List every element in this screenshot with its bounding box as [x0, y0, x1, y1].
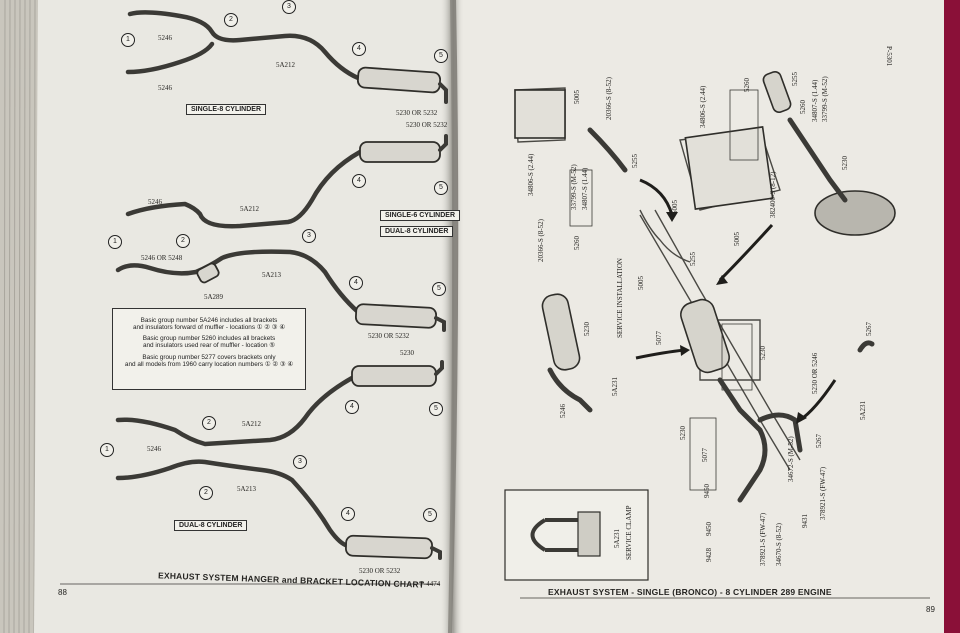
part-label: 5230 [583, 322, 591, 336]
part-label: 34806-S (2.44) [699, 85, 707, 128]
part-label: 5246 [158, 84, 172, 92]
part-label: 34806-S (2.44) [527, 153, 535, 196]
part-label: 5230 [679, 426, 687, 440]
service-installation-label: SERVICE INSTALLATION [616, 258, 624, 338]
part-label: 34807-S (1.44) [811, 79, 819, 122]
callout-5: 5 [432, 282, 446, 296]
part-label: 33799-S (M-52) [570, 164, 578, 210]
part-label: 34670-S (8-52) [775, 523, 783, 566]
part-label: 5255 [791, 72, 799, 86]
part-label: 382400-S (8-12) [769, 171, 777, 218]
left-figure-id: P-4474 [420, 580, 441, 588]
callout-3: 3 [302, 229, 316, 243]
callout-3: 3 [282, 0, 296, 14]
part-label: 5A231 [611, 376, 619, 396]
part-label: 5230 [759, 346, 767, 360]
part-label: 9450 [703, 484, 711, 498]
part-label: 5A213 [237, 485, 257, 493]
note-line: and all models from 1960 carry location … [124, 360, 294, 368]
part-label: 5005 [671, 200, 679, 214]
part-label: 5267 [815, 434, 823, 448]
part-label: 9428 [705, 548, 713, 562]
part-label: 5077 [701, 448, 709, 462]
callout-4: 4 [345, 400, 359, 414]
label-dual-8-cylinder: DUAL-8 CYLINDER [174, 520, 248, 531]
label-single-8-cylinder: SINGLE-8 CYLINDER [186, 104, 267, 115]
callout-4: 4 [352, 174, 366, 188]
callout-2: 2 [176, 234, 190, 248]
label-dual-8-cylinder: DUAL-8 CYLINDER [380, 226, 454, 237]
part-label: 5260 [799, 100, 807, 114]
part-label: 5A212 [242, 420, 262, 428]
callout-2: 2 [224, 13, 238, 27]
note-line: Basic group number 5277 covers brackets … [142, 353, 276, 361]
page-number-left: 88 [58, 588, 67, 597]
callout-1: 1 [108, 235, 122, 249]
callout-5: 5 [429, 402, 443, 416]
callout-4: 4 [349, 276, 363, 290]
right-figure-id: P-5301 [885, 46, 893, 67]
part-label: 20366-S (8-52) [605, 77, 613, 120]
part-label: 378921-S (FW-47) [819, 466, 827, 520]
part-label: 5A213 [262, 271, 282, 279]
part-label: 5246 [148, 198, 162, 206]
part-label: 5A289 [204, 293, 224, 301]
part-label: 5005 [733, 232, 741, 246]
part-label: 5A212 [276, 61, 296, 69]
part-label: 5246 [158, 34, 172, 42]
right-page-caption: EXHAUST SYSTEM - SINGLE (BRONCO) - 8 CYL… [548, 587, 832, 597]
part-label: 5246 OR 5248 [141, 254, 183, 262]
part-label: 5246 [147, 445, 161, 453]
callout-5: 5 [434, 49, 448, 63]
callout-5: 5 [423, 508, 437, 522]
note-line: Basic group number 5A246 includes all br… [140, 317, 278, 324]
callout-3: 3 [293, 455, 307, 469]
part-label: 5077 [655, 331, 663, 345]
label-single-6-cylinder: SINGLE-6 CYLINDER [380, 210, 461, 221]
part-label: 33799-S (M-52) [821, 76, 829, 122]
callout-1: 1 [100, 443, 114, 457]
part-label: 378921-S (FW-47) [759, 512, 767, 566]
callout-2: 2 [202, 416, 216, 430]
part-label: 20366-S (8-52) [537, 219, 545, 262]
part-label: 5246 [559, 404, 567, 418]
part-label: 5230 OR 5232 [406, 121, 448, 129]
service-clamp-label: SERVICE CLAMP [625, 505, 633, 560]
group-number-note: Basic group number 5A246 includes all br… [112, 308, 306, 390]
part-label: 5260 [743, 78, 751, 92]
callout-1: 1 [121, 33, 135, 47]
note-line: Basic group number 5260 includes all bra… [142, 335, 276, 343]
part-label: 5005 [573, 90, 581, 104]
part-label: 34672-S (M-52) [787, 436, 795, 482]
part-label: 5255 [631, 154, 639, 168]
callout-4: 4 [341, 507, 355, 521]
part-label: 34807-S (1.44) [581, 167, 589, 210]
page-number-right: 89 [926, 605, 935, 614]
part-label: 5005 [637, 276, 645, 290]
part-label: 5230 OR 5232 [368, 332, 410, 340]
part-label: 5A231 [613, 528, 621, 548]
part-label: 9450 [705, 522, 713, 536]
callout-4: 4 [352, 42, 366, 56]
part-label: 5260 [573, 236, 581, 250]
note-line: and insulators forward of muffler - loca… [132, 323, 286, 331]
part-label: 5A212 [240, 205, 260, 213]
note-line: and insulators used rear of muffler - lo… [142, 342, 276, 350]
part-label: 5255 [689, 252, 697, 266]
callout-2: 2 [199, 486, 213, 500]
part-label: 5267 [865, 322, 873, 336]
part-label: 5A231 [859, 400, 867, 420]
part-label: 5230 [400, 349, 414, 357]
callout-5: 5 [434, 181, 448, 195]
part-label: 5230 OR 5246 [811, 352, 819, 394]
part-label: 5230 [841, 156, 849, 170]
part-label: 9431 [801, 514, 809, 528]
part-label: 5230 OR 5232 [359, 567, 401, 575]
part-label: 5230 OR 5232 [396, 109, 438, 117]
